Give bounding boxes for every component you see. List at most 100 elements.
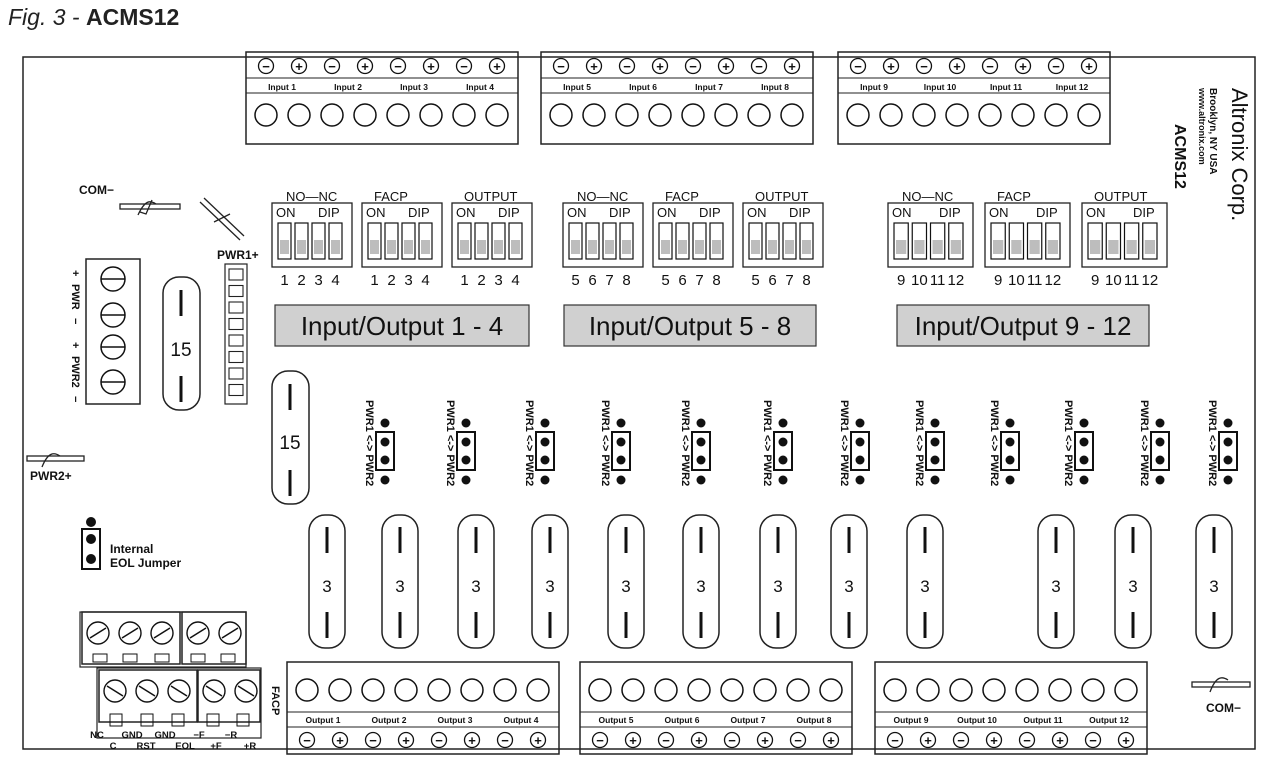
terminal-screw[interactable] — [549, 103, 573, 127]
dip-switch[interactable] — [1142, 222, 1158, 260]
terminal-screw[interactable] — [846, 103, 870, 127]
dip-switch[interactable] — [491, 222, 506, 260]
terminal-screw[interactable] — [883, 678, 907, 702]
terminal-screw[interactable] — [1044, 103, 1068, 127]
terminal-screw[interactable] — [361, 678, 385, 702]
terminal-screw[interactable] — [753, 678, 777, 702]
pwr-jumper-11[interactable]: PWR1 <-> PWR2 — [1138, 400, 1170, 486]
pwr-jumper-4[interactable]: PWR1 <-> PWR2 — [599, 400, 631, 486]
terminal-screw[interactable] — [982, 678, 1006, 702]
screw-terminal[interactable] — [100, 369, 126, 395]
terminal-screw[interactable] — [648, 103, 672, 127]
terminal-screw[interactable] — [714, 103, 738, 127]
dip-switch[interactable] — [1087, 222, 1103, 260]
dip-switch[interactable] — [418, 222, 433, 260]
terminal-screw[interactable] — [582, 103, 606, 127]
dip-switch[interactable] — [1123, 222, 1140, 260]
terminal-screw[interactable] — [1114, 678, 1138, 702]
terminal-screw[interactable] — [621, 678, 645, 702]
terminal-screw[interactable] — [720, 678, 744, 702]
screw-terminal[interactable] — [103, 679, 127, 703]
dip-switch[interactable] — [474, 222, 489, 260]
dip-switch[interactable] — [782, 222, 797, 260]
dip-switch[interactable] — [911, 222, 928, 260]
dip-switch[interactable] — [294, 222, 309, 260]
dip-switch[interactable] — [457, 222, 472, 260]
terminal-screw[interactable] — [949, 678, 973, 702]
screw-terminal[interactable] — [86, 621, 110, 645]
terminal-screw[interactable] — [588, 678, 612, 702]
terminal-screw[interactable] — [1077, 103, 1101, 127]
dip-switch[interactable] — [401, 222, 416, 260]
dip-switch[interactable] — [1008, 222, 1025, 260]
terminal-screw[interactable] — [916, 678, 940, 702]
dip-switch[interactable] — [1105, 222, 1122, 260]
terminal-screw[interactable] — [786, 678, 810, 702]
dip-switch[interactable] — [990, 222, 1006, 260]
dip-switch[interactable] — [384, 222, 399, 260]
terminal-screw[interactable] — [615, 103, 639, 127]
terminal-screw[interactable] — [493, 678, 517, 702]
screw-terminal[interactable] — [218, 621, 242, 645]
pwr-jumper-2[interactable]: PWR1 <-> PWR2 — [444, 400, 476, 486]
screw-terminal[interactable] — [202, 679, 226, 703]
screw-terminal[interactable] — [167, 679, 191, 703]
dip-switch[interactable] — [619, 222, 634, 260]
pwr-jumper-1[interactable]: PWR1 <-> PWR2 — [363, 400, 395, 486]
terminal-screw[interactable] — [287, 103, 311, 127]
terminal-screw[interactable] — [747, 103, 771, 127]
terminal-screw[interactable] — [394, 678, 418, 702]
dip-switch[interactable] — [948, 222, 964, 260]
screw-terminal[interactable] — [118, 621, 142, 645]
terminal-screw[interactable] — [687, 678, 711, 702]
pwr-jumper-3[interactable]: PWR1 <-> PWR2 — [523, 400, 555, 486]
terminal-screw[interactable] — [945, 103, 969, 127]
screw-terminal[interactable] — [234, 679, 258, 703]
dip-switch[interactable] — [277, 222, 292, 260]
terminal-screw[interactable] — [452, 103, 476, 127]
dip-switch[interactable] — [367, 222, 382, 260]
screw-terminal[interactable] — [135, 679, 159, 703]
terminal-screw[interactable] — [419, 103, 443, 127]
dip-switch[interactable] — [799, 222, 814, 260]
dip-switch[interactable] — [748, 222, 763, 260]
dip-switch[interactable] — [658, 222, 673, 260]
terminal-screw[interactable] — [879, 103, 903, 127]
dip-switch[interactable] — [709, 222, 724, 260]
screw-terminal[interactable] — [100, 302, 126, 328]
dip-switch[interactable] — [893, 222, 909, 260]
screw-terminal[interactable] — [150, 621, 174, 645]
dip-switch[interactable] — [508, 222, 523, 260]
terminal-screw[interactable] — [526, 678, 550, 702]
terminal-screw[interactable] — [386, 103, 410, 127]
dip-switch[interactable] — [1045, 222, 1061, 260]
terminal-screw[interactable] — [912, 103, 936, 127]
pwr-jumper-7[interactable]: PWR1 <-> PWR2 — [838, 400, 870, 486]
dip-switch[interactable] — [675, 222, 690, 260]
dip-switch[interactable] — [692, 222, 707, 260]
terminal-screw[interactable] — [295, 678, 319, 702]
terminal-screw[interactable] — [1048, 678, 1072, 702]
dip-switch[interactable] — [568, 222, 583, 260]
terminal-screw[interactable] — [353, 103, 377, 127]
terminal-screw[interactable] — [1015, 678, 1039, 702]
dip-switch[interactable] — [328, 222, 343, 260]
screw-terminal[interactable] — [100, 266, 126, 292]
pwr-jumper-10[interactable]: PWR1 <-> PWR2 — [1062, 400, 1094, 486]
dip-switch[interactable] — [1026, 222, 1043, 260]
terminal-screw[interactable] — [819, 678, 843, 702]
internal-eol-jumper[interactable] — [81, 517, 101, 570]
terminal-screw[interactable] — [1081, 678, 1105, 702]
terminal-screw[interactable] — [320, 103, 344, 127]
terminal-screw[interactable] — [427, 678, 451, 702]
terminal-screw[interactable] — [681, 103, 705, 127]
terminal-screw[interactable] — [1011, 103, 1035, 127]
dip-switch[interactable] — [929, 222, 946, 260]
terminal-screw[interactable] — [978, 103, 1002, 127]
